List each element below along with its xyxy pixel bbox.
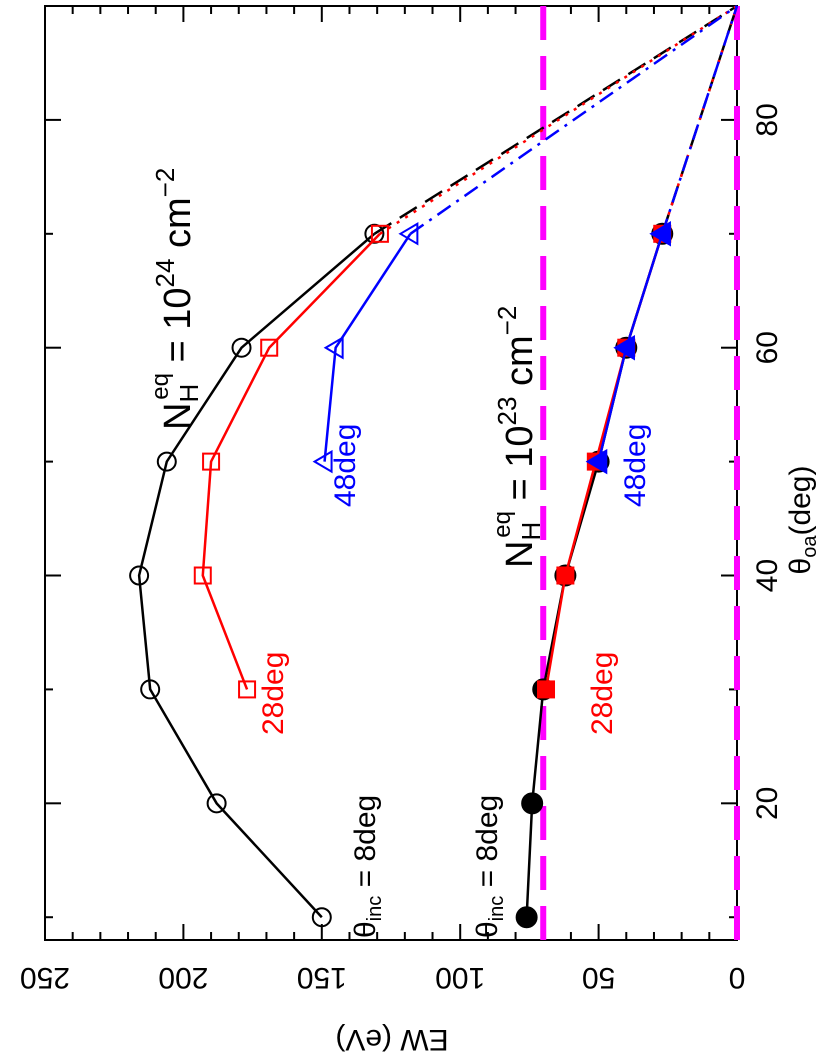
inc-label-nh23-theta: θ <box>471 921 504 938</box>
label-28deg-nh24: 28deg <box>257 652 290 735</box>
nh23-sub: H <box>516 522 546 541</box>
nh24-annotation: NHeq = 1024 cm−2 <box>147 168 204 430</box>
x-axis-title-unit: (deg) <box>784 466 817 536</box>
marker-nh24-48deg <box>312 449 333 474</box>
marker-nh23-48deg <box>613 334 635 361</box>
y-tick-label: 100 <box>435 961 485 994</box>
x-tick-label: 60 <box>751 331 784 364</box>
extrapolation-nh24-8deg <box>373 4 738 235</box>
marker-nh24-28deg <box>238 680 257 699</box>
series-line-nh24-48deg <box>323 233 412 462</box>
nh24-eq: = 10 <box>157 287 199 373</box>
marker-nh24-8deg <box>129 565 150 586</box>
marker-nh24-8deg <box>156 451 177 472</box>
extrapolation-nh24-48deg <box>409 4 738 235</box>
y-tick-label: 250 <box>20 961 70 994</box>
nh23-sup: eq <box>489 511 516 538</box>
marker-nh24-28deg <box>260 338 279 357</box>
extrapolation-nh23-48deg <box>661 5 739 235</box>
y-tick-label: 150 <box>297 961 347 994</box>
marker-nh23-8deg <box>515 906 538 929</box>
inc-label-nh24-sub: inc <box>364 896 386 922</box>
series-line-nh24-8deg <box>137 232 376 919</box>
label-48deg-nh23: 48deg <box>619 424 652 507</box>
marker-nh24-8deg <box>311 907 332 928</box>
nh24-sub: H <box>174 384 204 403</box>
series-line-nh24-28deg <box>201 232 381 690</box>
marker-nh23-28deg <box>556 566 575 585</box>
inc-label-nh23-rest: = 8deg <box>471 795 504 896</box>
nh23-eq: = 10 <box>499 425 541 511</box>
plot-layer: 0 50 100 150 200 250 20 40 60 80 <box>20 4 784 994</box>
x-axis-title: θoa(deg) <box>784 466 821 575</box>
marker-nh24-48deg <box>323 335 344 360</box>
nh24-sup: eq <box>147 373 174 400</box>
marker-nh24-8deg <box>140 679 161 700</box>
marker-nh23-48deg <box>585 448 608 475</box>
inc-label-nh24-theta: θ <box>349 921 382 938</box>
y-axis-title: EW (eV) <box>335 1023 448 1053</box>
series-line-nh23-8deg <box>525 233 664 918</box>
nh24-n: N <box>157 403 199 430</box>
nh23-n: N <box>499 541 541 568</box>
marker-nh23-8deg <box>521 792 544 815</box>
marker-nh24-28deg <box>193 566 212 585</box>
x-tick-label: 80 <box>751 103 784 136</box>
y-tick-label: 200 <box>158 961 208 994</box>
marker-nh24-28deg <box>202 452 221 471</box>
nh23-exp: 23 <box>492 397 522 426</box>
marker-nh24-28deg <box>370 224 389 243</box>
inc-label-nh23-sub: inc <box>486 896 508 922</box>
label-48deg-nh24: 48deg <box>329 424 362 507</box>
nh23-unit: cm <box>499 335 541 396</box>
inc-label-nh23: θinc = 8deg <box>471 795 508 938</box>
label-28deg-nh23: 28deg <box>586 652 619 735</box>
y-tick-label: 0 <box>729 961 746 994</box>
marker-nh24-48deg <box>398 222 419 246</box>
x-tick-label: 20 <box>751 787 784 820</box>
inc-label-nh24: θinc = 8deg <box>349 795 386 938</box>
nh24-unit-exp: −2 <box>150 168 180 198</box>
x-axis-title-sub: oa <box>799 535 821 558</box>
marker-nh24-8deg <box>231 337 252 358</box>
x-axis-title-main: θ <box>784 558 817 575</box>
y-tick-label: 50 <box>582 961 615 994</box>
marker-nh23-28deg <box>537 680 556 699</box>
x-tick-label: 40 <box>751 559 784 592</box>
nh23-unit-exp: −2 <box>492 306 522 336</box>
marker-nh23-48deg <box>649 221 671 247</box>
marker-nh24-8deg <box>206 793 227 814</box>
nh24-exp: 24 <box>150 259 180 288</box>
nh24-unit: cm <box>157 197 199 258</box>
extrapolation-nh24-28deg <box>379 4 738 235</box>
nh23-annotation: NHeq = 1023 cm−2 <box>489 306 546 568</box>
inc-label-nh24-rest: = 8deg <box>349 795 382 896</box>
